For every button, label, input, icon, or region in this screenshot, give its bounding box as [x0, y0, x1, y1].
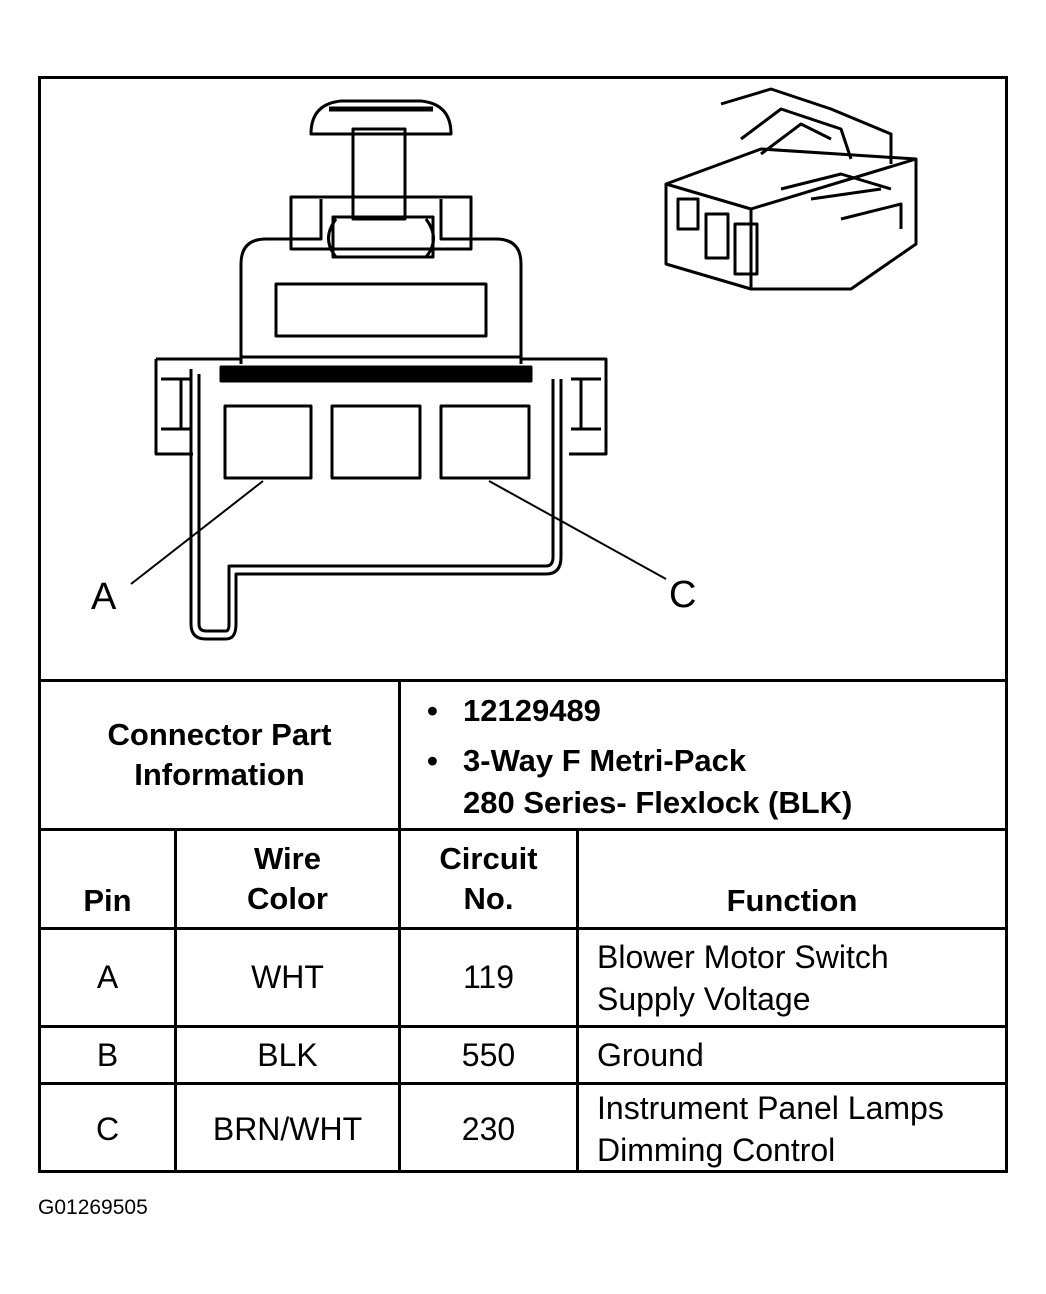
row-function: Ground: [597, 1037, 704, 1073]
row-pin: A: [96, 959, 119, 995]
col-divider-1: [174, 831, 177, 1173]
row-function-line1: Blower Motor Switch: [597, 938, 889, 975]
row-function-line2: Dimming Control: [597, 1132, 836, 1168]
info-label-line2: Information: [134, 757, 305, 792]
row-circuit: 550: [461, 1036, 516, 1073]
info-divider: [398, 682, 401, 828]
connector-part-info-list: • 12129489 • 3-Way F Metri-Pack 280 Seri…: [401, 682, 1005, 828]
diagram-frame: A C Connector Part Information • 1212948…: [38, 76, 1008, 1173]
row-function-line1: Instrument Panel Lamps: [597, 1090, 944, 1126]
pin-a-label: A: [91, 576, 117, 618]
header-function: Function: [726, 883, 858, 918]
part-number: 12129489: [463, 693, 601, 728]
header-circuit-line2: No.: [463, 881, 514, 916]
connector-face-drawing: A C: [91, 87, 918, 641]
info-item-part-number: • 12129489: [427, 690, 1005, 732]
row-circuit: 119: [462, 959, 514, 995]
info-label-line1: Connector Part: [107, 717, 332, 752]
row-pin: C: [95, 1110, 120, 1147]
header-wire-line1: Wire: [254, 841, 321, 876]
col-divider-2: [398, 831, 401, 1173]
header-pin: Pin: [83, 883, 132, 918]
header-wire-color: Wire Color: [177, 831, 398, 927]
row-function: Blower Motor Switch Supply Voltage: [579, 930, 1005, 1025]
connector-series: 280 Series- Flexlock (BLK): [463, 785, 853, 820]
connector-type: 3-Way F Metri-Pack: [463, 743, 747, 778]
info-item-description: • 3-Way F Metri-Pack 280 Series- Flexloc…: [427, 740, 1005, 824]
bullet-icon: •: [427, 743, 438, 778]
divider-header-rows: [41, 927, 1005, 930]
row-divider: [41, 1082, 1005, 1085]
row-circuit: 230: [461, 1110, 516, 1147]
divider-info-header: [41, 828, 1005, 831]
row-divider: [41, 1025, 1005, 1028]
connector-part-info-label: Connector Part Information: [41, 682, 398, 828]
bullet-icon: •: [427, 693, 438, 728]
divider-drawing-table: [41, 679, 1005, 682]
connector-3d-drawing: [664, 87, 918, 291]
row-wire-color: WHT: [251, 959, 324, 995]
figure-code: G01269505: [38, 1196, 148, 1219]
header-circuit-no: Circuit No.: [401, 831, 576, 927]
header-circuit-line1: Circuit: [439, 841, 538, 876]
row-pin: B: [96, 1036, 119, 1073]
row-function-line2: Supply Voltage: [597, 980, 811, 1017]
row-wire-color: BLK: [257, 1036, 318, 1073]
pin-c-label: C: [669, 574, 696, 616]
col-divider-3: [576, 831, 579, 1173]
row-wire-color: BRN/WHT: [212, 1110, 363, 1147]
header-wire-line2: Color: [247, 881, 328, 916]
row-function: Instrument Panel Lamps Dimming Control: [579, 1085, 1005, 1173]
